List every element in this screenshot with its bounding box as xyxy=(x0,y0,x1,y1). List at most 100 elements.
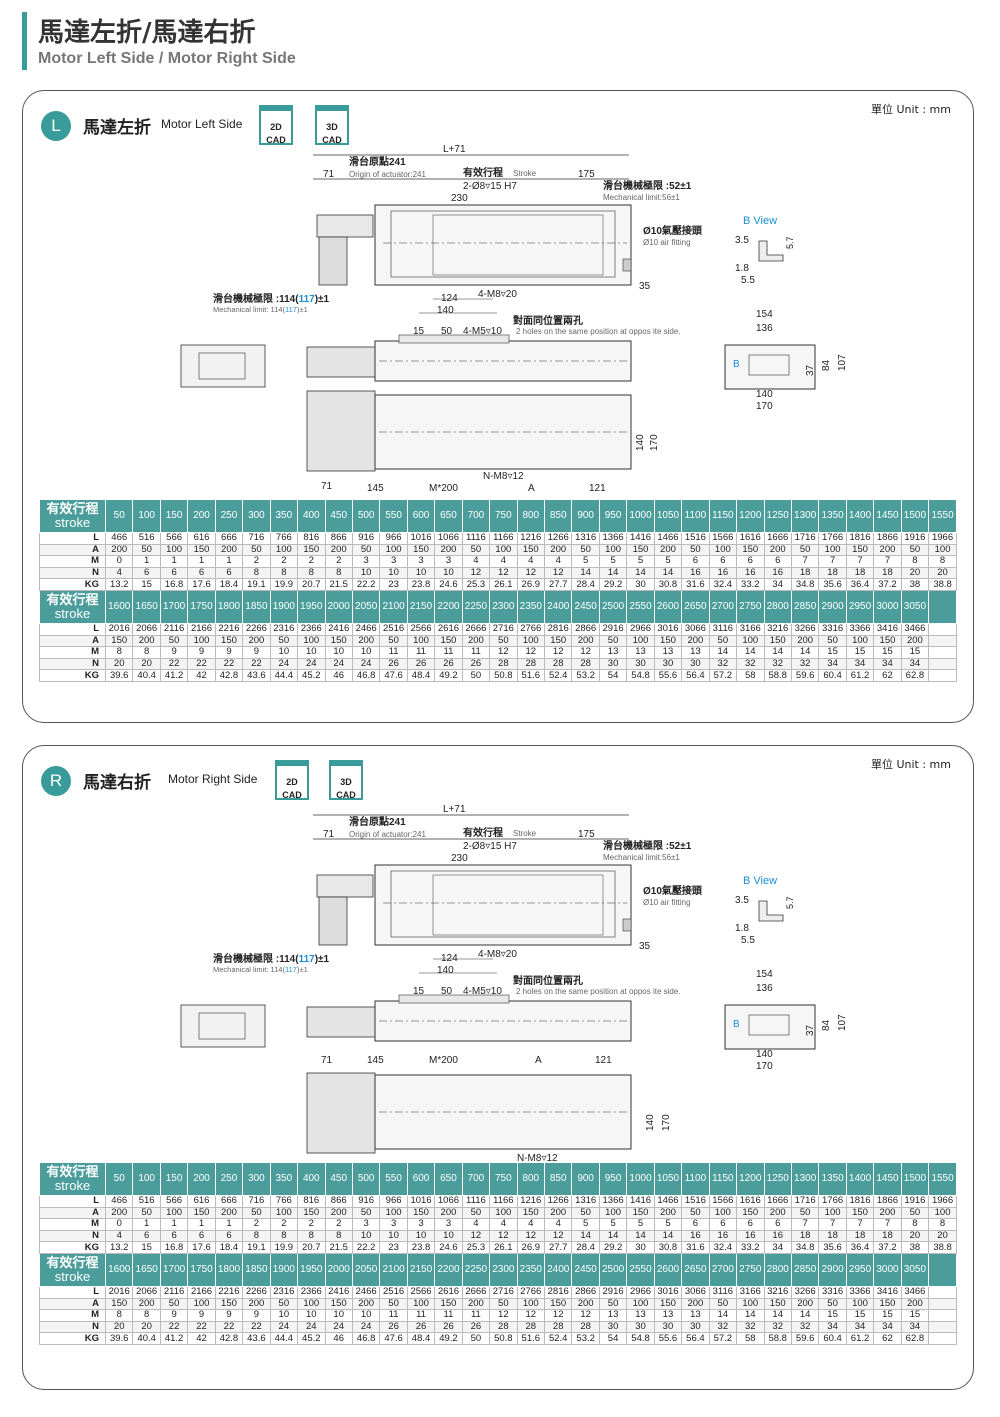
table-cell: 5 xyxy=(626,1218,655,1231)
table-cell: 16 xyxy=(763,566,792,580)
table-cell: 466 xyxy=(104,1195,134,1208)
stroke-value: 100 xyxy=(132,499,161,533)
table-cell: 150 xyxy=(845,543,875,557)
table-cell: 39.6 xyxy=(104,1332,134,1345)
table-cell: 100 xyxy=(598,1206,628,1220)
table-cell: 42 xyxy=(187,1332,216,1345)
table-cell: 56.4 xyxy=(681,669,710,682)
table-cell: 100 xyxy=(379,543,408,557)
table-cell: 1466 xyxy=(653,1195,683,1208)
table-cell: 34 xyxy=(873,1320,902,1334)
table-cell: 1416 xyxy=(626,1195,655,1208)
table-cell: 36.4 xyxy=(845,1241,875,1254)
table-cell: 14 xyxy=(626,1229,655,1243)
stroke-value: 1700 xyxy=(159,589,189,624)
table-cell: 3166 xyxy=(736,1285,765,1299)
table-cell: 100 xyxy=(269,1206,299,1220)
table-cell: 150 xyxy=(406,543,436,557)
stroke-value: 1300 xyxy=(790,499,820,533)
table-cell: 14 xyxy=(736,1309,765,1322)
end-view xyxy=(724,344,816,390)
stroke-value: 650 xyxy=(434,1162,463,1196)
table-cell: 23 xyxy=(379,578,408,591)
table-cell: 200 xyxy=(681,1297,710,1311)
table-cell: 0 xyxy=(104,1218,134,1231)
stroke-value: 650 xyxy=(434,499,463,533)
table-cell: 200 xyxy=(351,1297,381,1311)
table-cell: 7 xyxy=(790,555,820,568)
dim-hole: 2-Ø8▿15 H7 xyxy=(463,841,517,852)
stroke-value: 1050 xyxy=(653,1162,683,1196)
stroke-value: 500 xyxy=(351,1162,381,1196)
table-cell: 1 xyxy=(159,1218,189,1231)
table-cell: 200 xyxy=(653,1206,683,1220)
table-cell: 15 xyxy=(132,578,161,591)
table-cell: 1 xyxy=(132,1218,161,1231)
stroke-value: 1800 xyxy=(214,1252,244,1287)
table-cell: 100 xyxy=(736,1297,765,1311)
table-cell: 14 xyxy=(708,646,738,659)
dim-d84: 84 xyxy=(821,359,832,371)
table-cell: 1716 xyxy=(790,532,820,545)
table-cell: 2366 xyxy=(297,622,326,636)
table-cell: 54 xyxy=(598,669,628,682)
table-cell: 566 xyxy=(159,1195,189,1208)
table-cell: 34 xyxy=(763,1241,792,1254)
table-cell: 1016 xyxy=(406,532,436,545)
table-cell: 1866 xyxy=(873,1195,902,1208)
table-cell: 100 xyxy=(159,1206,189,1220)
table-cell: 3416 xyxy=(873,622,902,636)
table-cell: 17.6 xyxy=(187,578,216,591)
table-cell: 15 xyxy=(873,1309,902,1322)
table-cell: 23.8 xyxy=(406,1241,436,1254)
motor-side xyxy=(306,1006,376,1038)
table-cell: 34 xyxy=(818,1320,847,1334)
table-cell: 616 xyxy=(187,532,216,545)
table-cell: 3 xyxy=(379,1218,408,1231)
table-cell: 200 xyxy=(790,634,820,648)
table-cell: 32.4 xyxy=(708,1241,738,1254)
section-title-en: Motor Right Side xyxy=(168,772,258,786)
table-cell: 2266 xyxy=(242,622,271,636)
table-cell: 30 xyxy=(598,657,628,671)
table-cell: 32 xyxy=(790,657,820,671)
stroke-value: 1550 xyxy=(928,499,957,533)
table-cell: 50 xyxy=(461,1332,491,1345)
table-cell: 50 xyxy=(681,543,710,557)
table-cell: 12 xyxy=(516,646,546,659)
table-cell: 13 xyxy=(626,1309,655,1322)
air-fitting xyxy=(622,258,632,272)
stroke-value: 1850 xyxy=(242,1252,271,1287)
table-cell: 31.6 xyxy=(681,1241,710,1254)
table-cell: 37.2 xyxy=(873,578,902,591)
dim-170-bottom: 170 xyxy=(649,434,660,451)
stroke-value: 1650 xyxy=(132,589,161,624)
table-cell: 200 xyxy=(790,1297,820,1311)
table-cell: 51.6 xyxy=(516,669,546,682)
table-cell: 30 xyxy=(598,1320,628,1334)
table-cell: 7 xyxy=(818,555,847,568)
motor-body xyxy=(318,896,348,946)
table-cell: 10 xyxy=(434,566,463,580)
table-cell: 13 xyxy=(598,1309,628,1322)
table-cell: 1 xyxy=(187,1218,216,1231)
table-cell: 27.7 xyxy=(543,578,573,591)
table-cell: 18 xyxy=(790,1229,820,1243)
table-cell: 20.7 xyxy=(297,1241,326,1254)
table-cell: 16.8 xyxy=(159,1241,189,1254)
table-cell: 10 xyxy=(324,646,353,659)
stroke-value: 2850 xyxy=(790,589,820,624)
table-cell: 5 xyxy=(598,555,628,568)
table-cell: 40.4 xyxy=(132,1332,161,1345)
table-cell: 10 xyxy=(379,566,408,580)
table-cell: 6 xyxy=(763,1218,792,1231)
table-cell: 616 xyxy=(187,1195,216,1208)
